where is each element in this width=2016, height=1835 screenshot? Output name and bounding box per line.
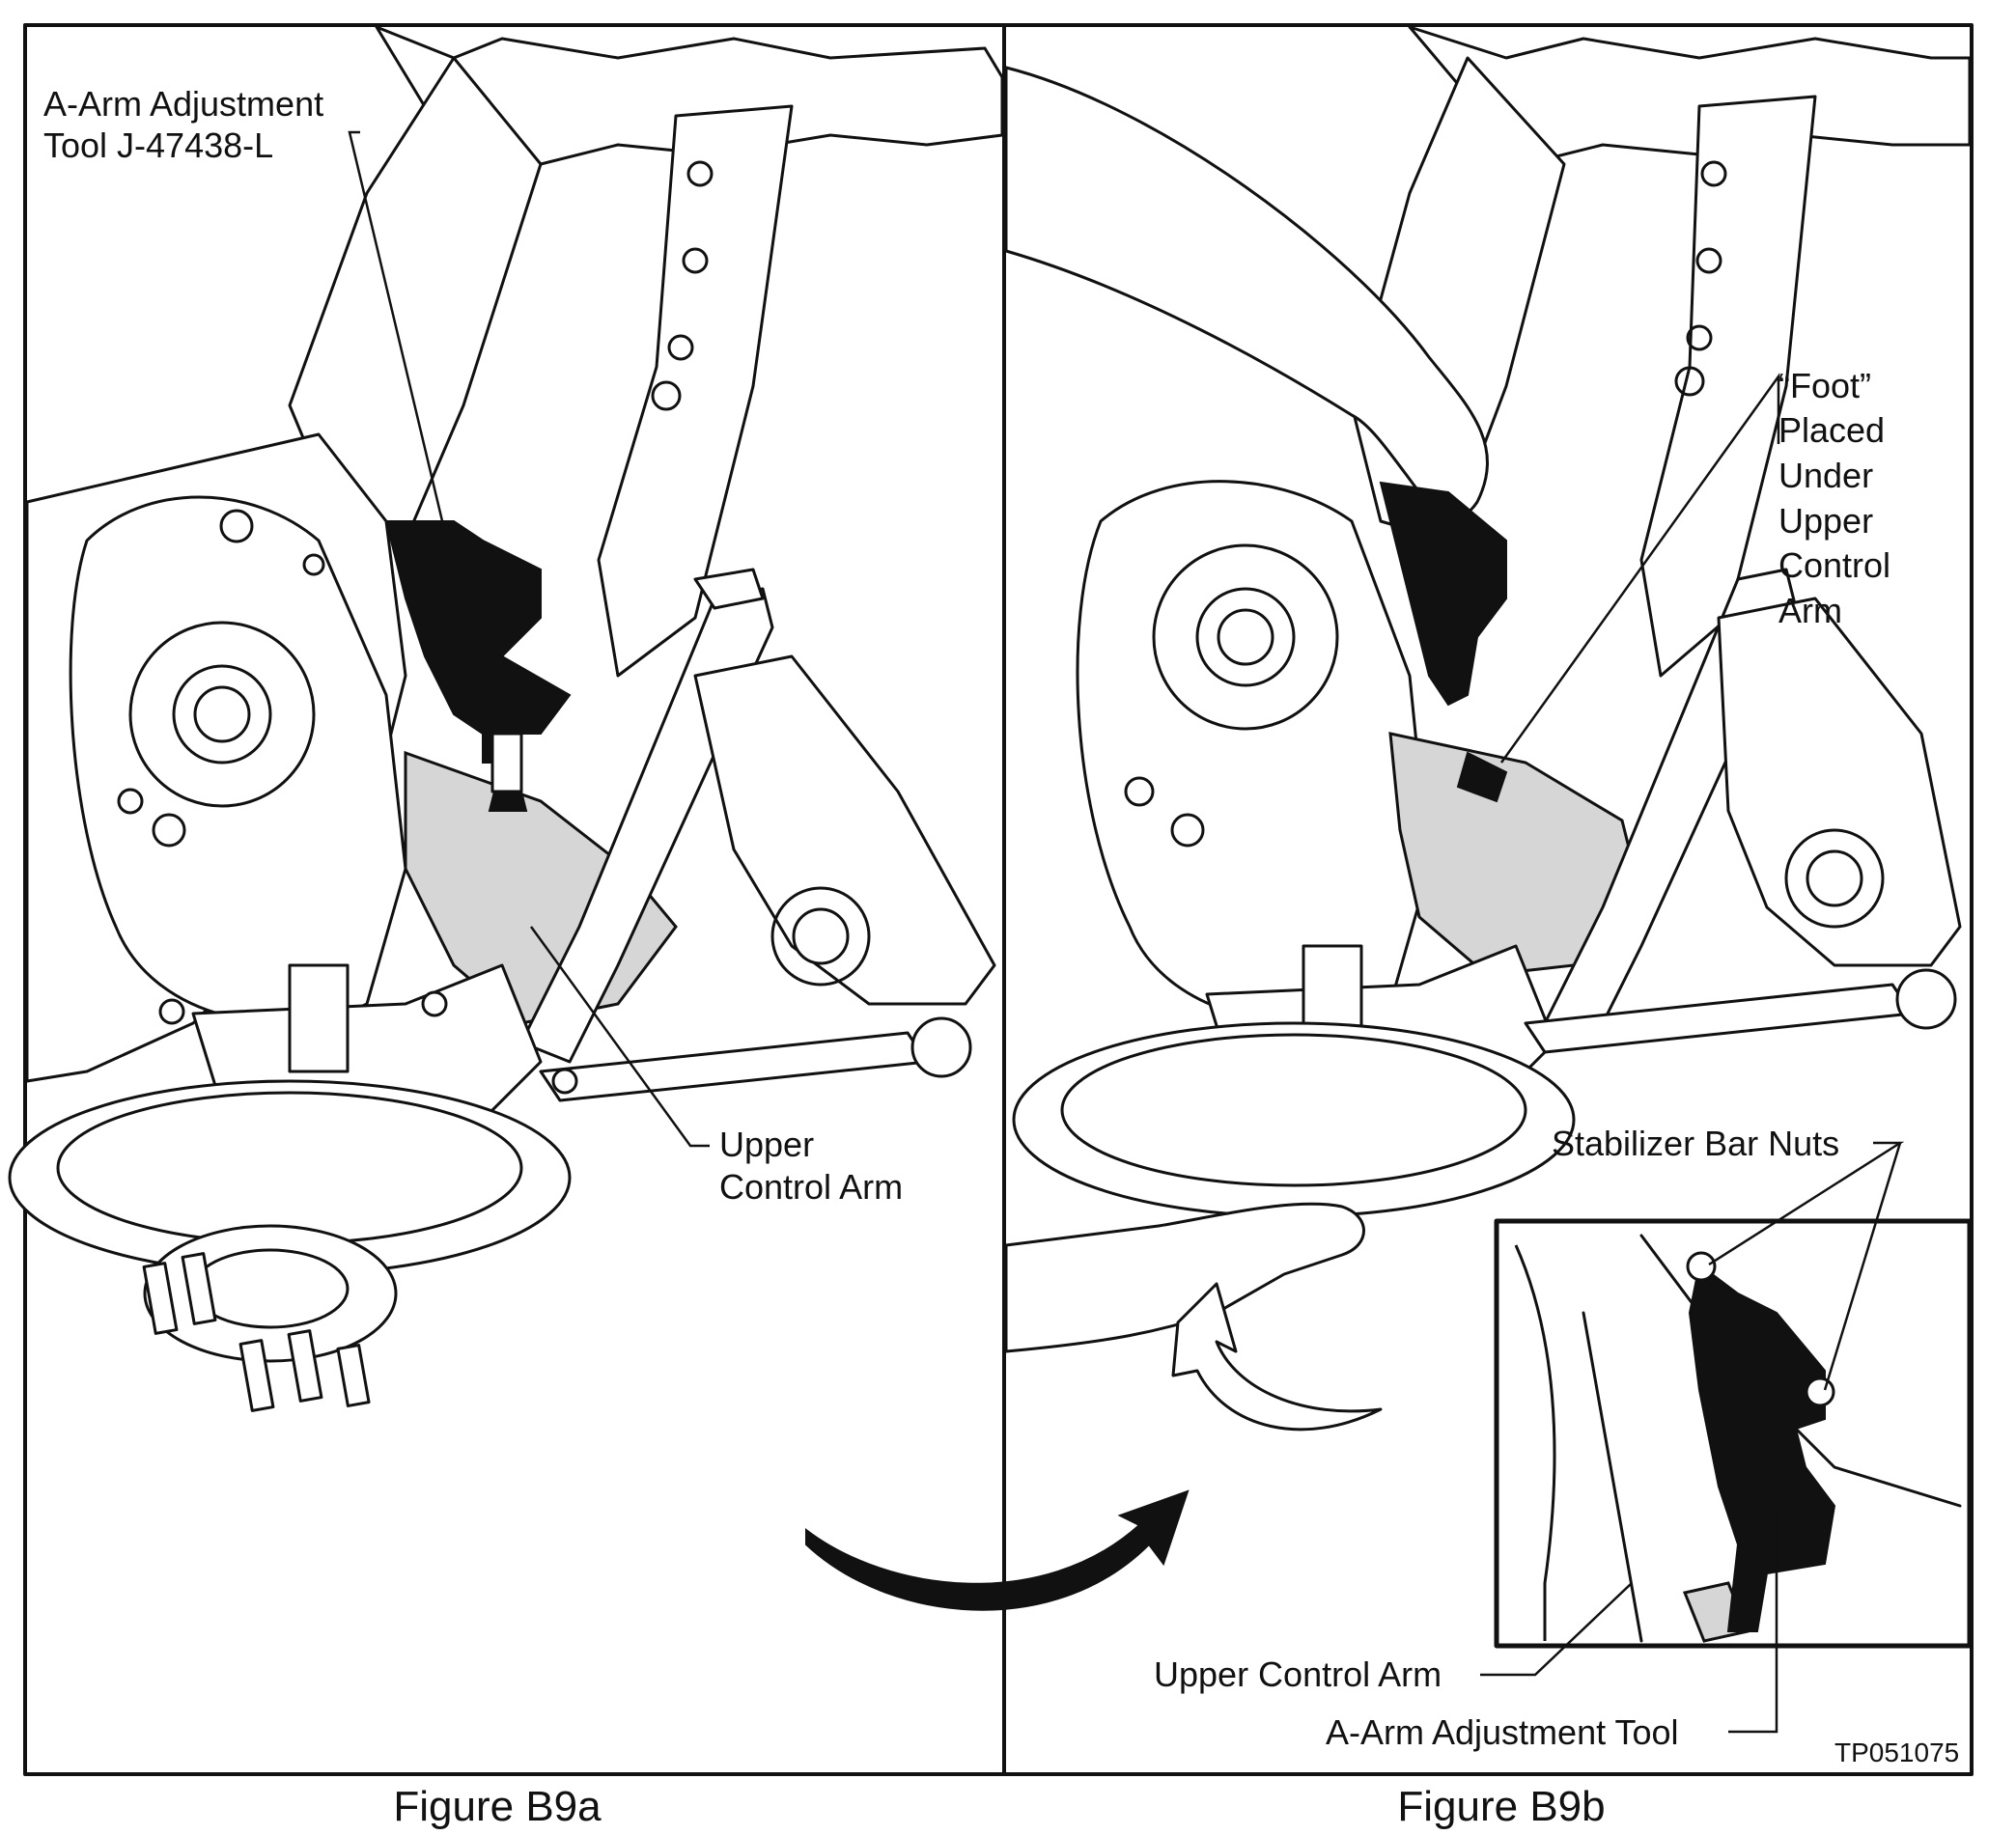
callout-uca-line1: Upper bbox=[719, 1125, 814, 1164]
callout-uca-line2: Control Arm bbox=[719, 1167, 903, 1207]
callout-foot-line5: Control bbox=[1778, 545, 1890, 585]
callout-inset-upper-control-arm: Upper Control Arm bbox=[1154, 1654, 1442, 1694]
transition-arrow bbox=[805, 1489, 1190, 1611]
callout-foot-line6: Arm bbox=[1778, 591, 1842, 630]
right-callouts: “Foot” Placed Under Upper Control Arm St… bbox=[1154, 366, 1959, 1767]
left-panel-drawing bbox=[8, 25, 1004, 1412]
captions: Figure B9a Figure B9b bbox=[393, 1783, 1605, 1830]
callout-foot-line3: Under bbox=[1778, 456, 1873, 495]
caption-figure-b9b: Figure B9b bbox=[1397, 1783, 1605, 1830]
leader-lines bbox=[348, 130, 1905, 1734]
left-callouts: A-Arm Adjustment Tool J-47438-L Upper Co… bbox=[43, 84, 903, 1207]
callout-foot-line1: “Foot” bbox=[1778, 366, 1871, 405]
callout-stabilizer-bar-nuts: Stabilizer Bar Nuts bbox=[1552, 1124, 1839, 1163]
callout-tool-line2: Tool J-47438-L bbox=[43, 125, 273, 165]
callout-foot-line4: Upper bbox=[1778, 501, 1873, 541]
callout-foot-line2: Placed bbox=[1778, 410, 1885, 450]
callout-inset-tool: A-Arm Adjustment Tool bbox=[1326, 1712, 1678, 1752]
figure-code: TP051075 bbox=[1834, 1738, 1959, 1767]
right-panel-drawing bbox=[1004, 25, 1973, 1649]
caption-figure-b9a: Figure B9a bbox=[393, 1783, 602, 1830]
callout-tool-line1: A-Arm Adjustment bbox=[43, 84, 323, 124]
figure-frame bbox=[23, 23, 1974, 1776]
